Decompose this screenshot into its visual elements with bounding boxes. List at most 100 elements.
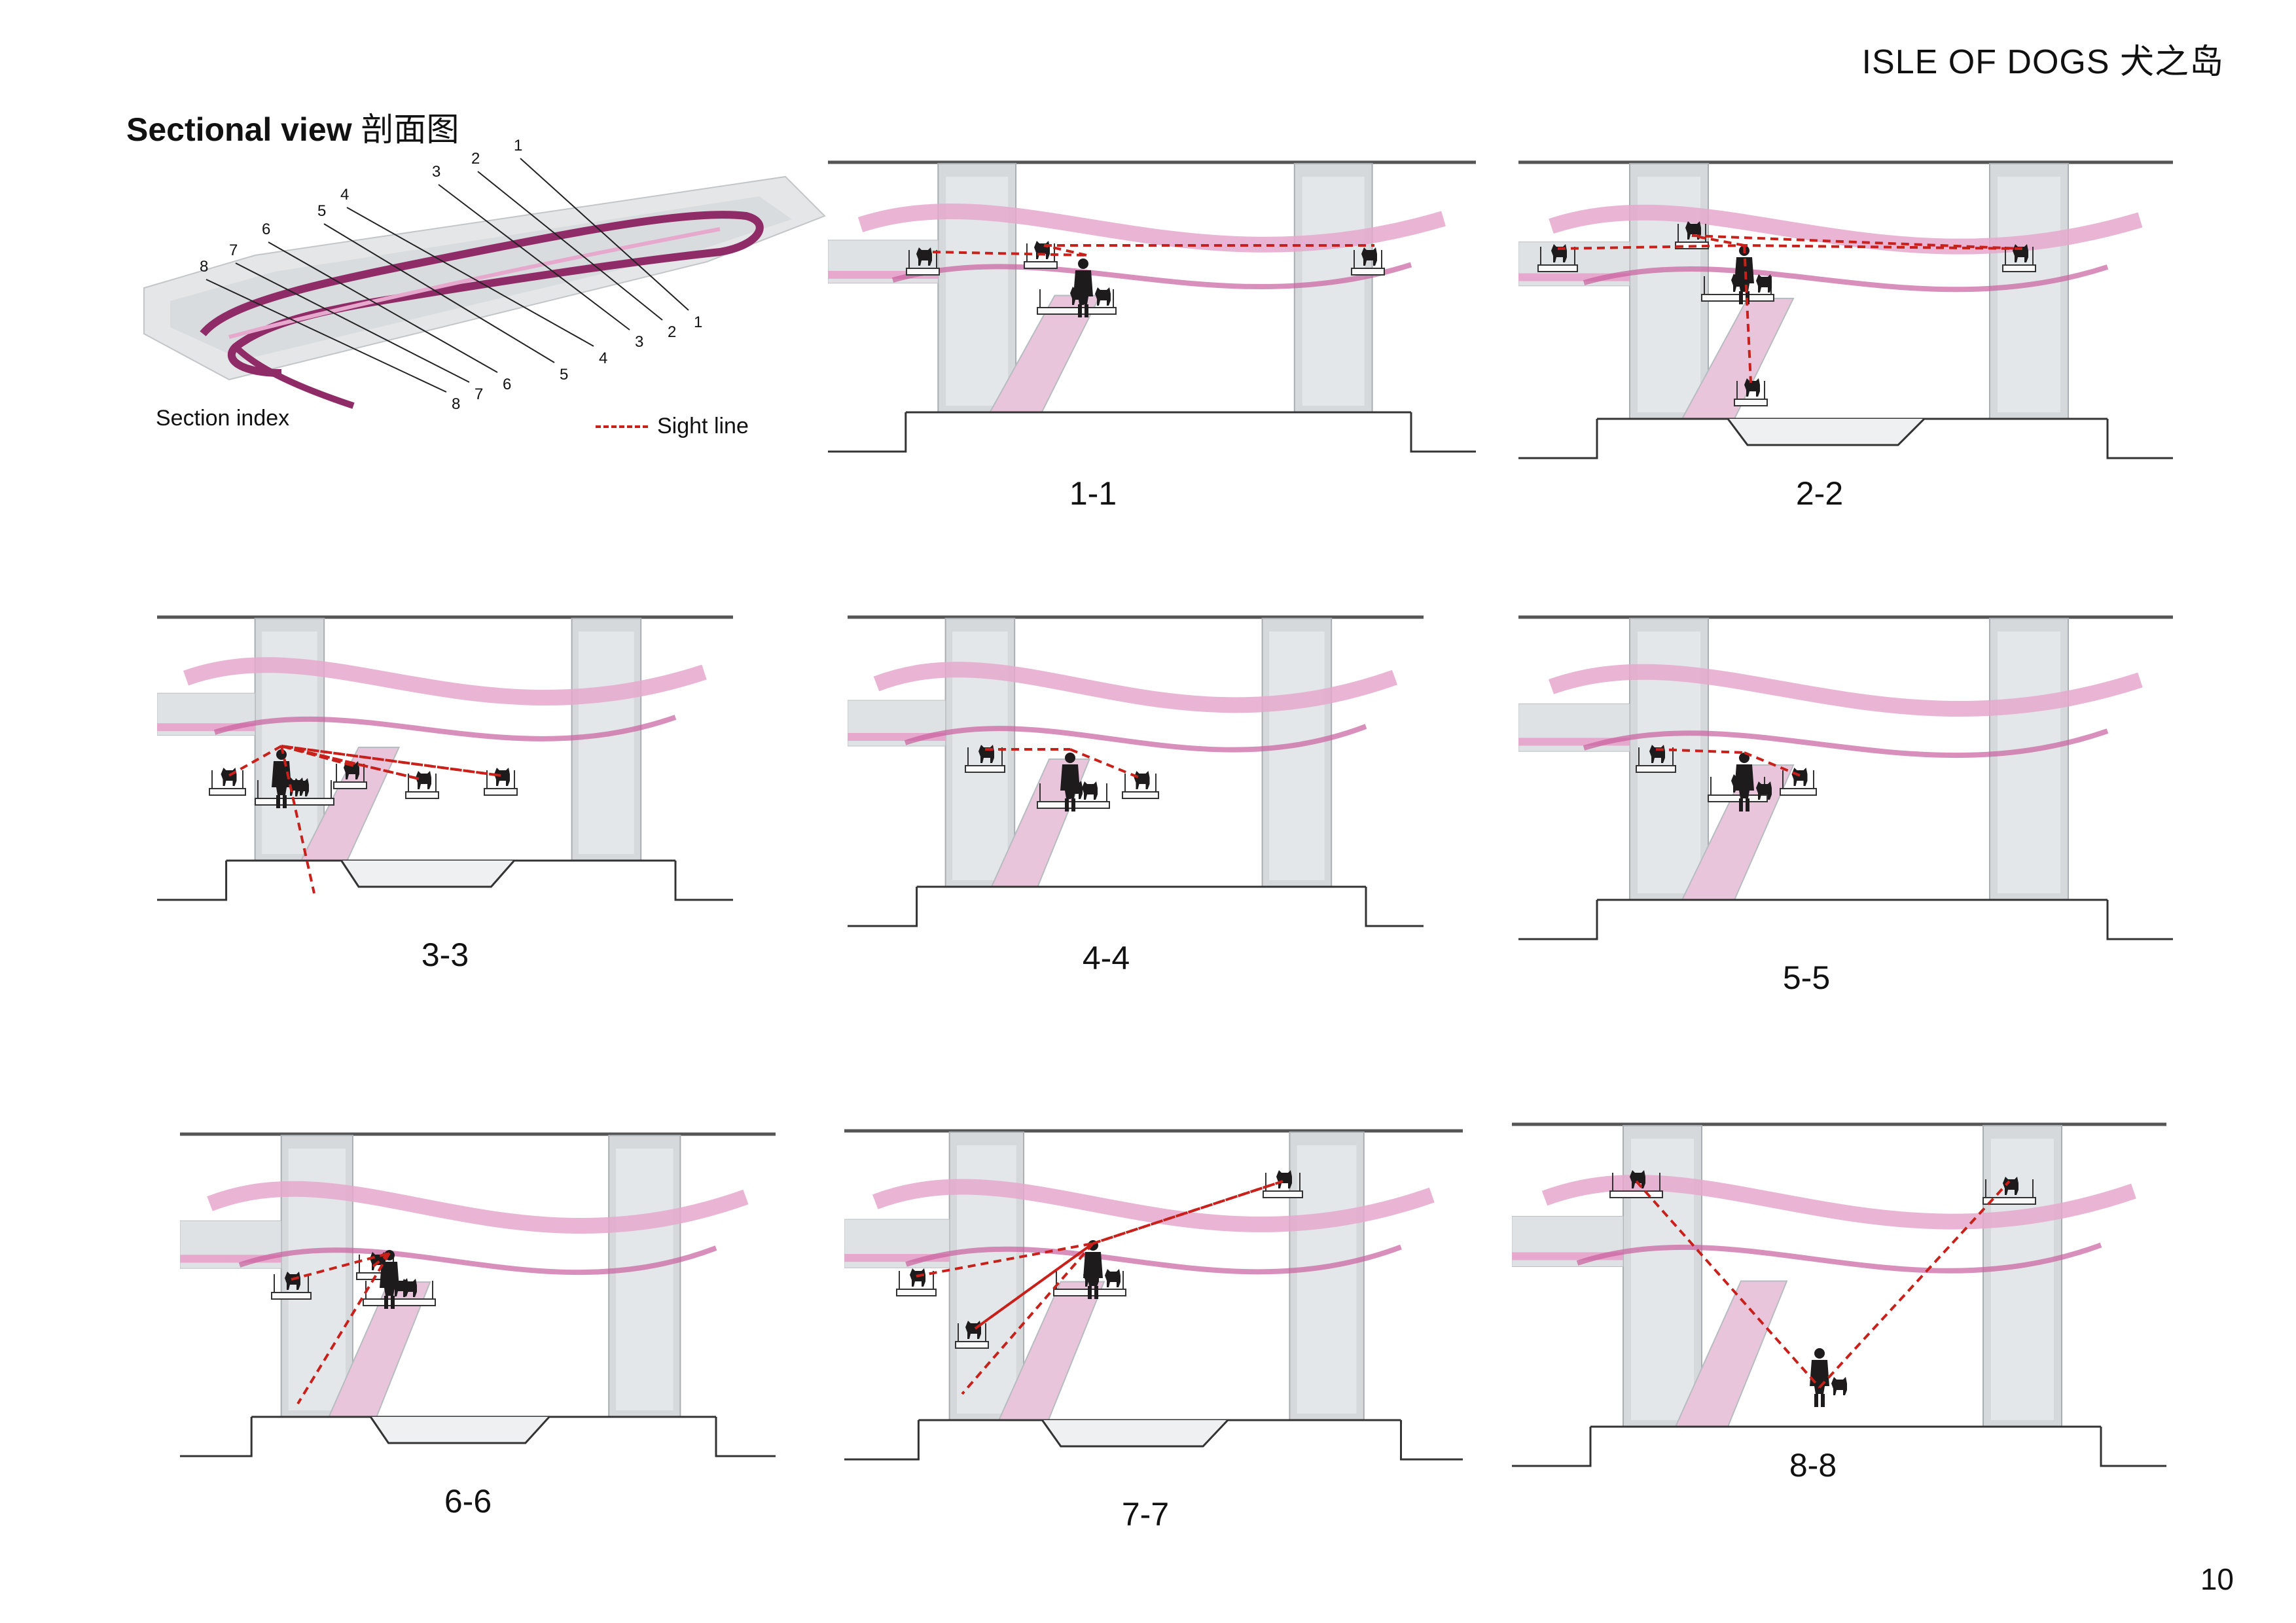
sight-line <box>916 1242 1094 1277</box>
page-number: 10 <box>2200 1562 2234 1596</box>
dog-silhouette-icon <box>1134 771 1150 789</box>
ground-section-line <box>1597 899 2173 940</box>
section-label: 6-6 <box>444 1483 492 1520</box>
viewing-platform <box>1037 307 1117 315</box>
person-silhouette-icon <box>1060 753 1080 812</box>
section-label: 5-5 <box>1782 959 1831 996</box>
section-5-5-drawing <box>1518 615 2173 940</box>
pink-ribbon-walkway-edge <box>1583 728 2109 758</box>
pink-ribbon-walkway <box>873 662 1398 713</box>
heading-english: Sectional view <box>126 111 352 148</box>
dog-silhouette-icon <box>1791 768 1808 786</box>
section-6-6-drawing <box>180 1132 776 1457</box>
index-section-cut-line <box>346 207 594 347</box>
section-index-caption: Section index <box>156 406 290 431</box>
index-section-cut-line <box>206 279 447 393</box>
heading-chinese: 剖面图 <box>361 111 459 148</box>
sight-line <box>228 745 282 777</box>
viewing-platform <box>1780 788 1817 796</box>
sight-line <box>1744 751 1801 777</box>
index-walkway-route-inner <box>228 227 721 339</box>
index-section-cut-line <box>323 223 555 363</box>
index-section-cut-line <box>438 184 630 330</box>
index-top-number: 1 <box>514 137 522 154</box>
sight-line <box>974 1242 1094 1330</box>
sight-line <box>1655 748 1745 754</box>
ground-section-line-left <box>180 1417 253 1457</box>
viewing-platform <box>405 791 439 799</box>
section-label: 8-8 <box>1789 1447 1837 1484</box>
ground-section-line <box>916 885 1424 927</box>
viewing-platform <box>271 1292 312 1300</box>
index-top-number: 7 <box>229 241 238 259</box>
sight-line <box>1691 234 2023 250</box>
viewing-platform <box>906 268 940 276</box>
index-bottom-number: 1 <box>694 313 702 331</box>
dog-silhouette-icon <box>285 1272 300 1290</box>
dog-silhouette-icon <box>965 1321 981 1339</box>
person-silhouette-icon <box>1734 753 1754 812</box>
ground-section-line <box>905 411 1476 453</box>
sight-line <box>1557 244 1745 250</box>
dog-silhouette-icon <box>916 247 932 266</box>
ground-section-line-left <box>844 1420 920 1461</box>
index-section-cut-line <box>520 158 689 311</box>
viewing-platform <box>2002 264 2036 272</box>
dog-silhouette-icon <box>1831 1377 1847 1395</box>
viewing-platform <box>363 1298 436 1306</box>
sunken-pit <box>1727 418 1926 446</box>
dog-silhouette-icon <box>2003 1177 2018 1195</box>
pink-ribbon-walkway <box>872 1179 1435 1232</box>
index-bottom-number: 8 <box>452 395 460 413</box>
section-7-7-drawing <box>844 1129 1463 1461</box>
viewing-platform <box>1636 765 1676 773</box>
index-bottom-number: 2 <box>668 323 676 341</box>
pink-ribbon-walkway-edge <box>905 1244 1402 1275</box>
dog-silhouette-icon <box>1756 274 1772 293</box>
project-title: ISLE OF DOGS 犬之岛 <box>1861 43 2224 81</box>
person-silhouette-icon <box>1734 245 1754 304</box>
viaduct-column-face <box>579 632 634 854</box>
viewing-platform <box>1982 1197 2036 1205</box>
viewing-platform <box>1537 264 1578 272</box>
viaduct-column-face <box>1297 1145 1357 1414</box>
ground-section-line-left <box>1518 419 1598 459</box>
ground-section-line-left <box>848 887 918 927</box>
dog-silhouette-icon <box>1744 378 1760 397</box>
viaduct-column-face <box>1998 177 2060 412</box>
viewing-platform <box>1701 294 1774 302</box>
index-bottom-number: 7 <box>475 385 483 403</box>
index-top-number: 2 <box>471 150 480 168</box>
dog-silhouette-icon <box>221 768 237 786</box>
index-top-number: 3 <box>432 163 440 181</box>
sight-line <box>1818 1180 2011 1389</box>
index-section-cut-line <box>235 262 470 383</box>
viewing-platform <box>1708 794 1768 802</box>
sight-line <box>281 745 420 780</box>
pink-ribbon-walkway <box>1541 1175 2136 1230</box>
section-8-8-drawing <box>1512 1122 2166 1467</box>
sight-line <box>291 1252 390 1281</box>
index-walkway-branch <box>233 344 355 409</box>
dog-silhouette-icon <box>1034 241 1050 259</box>
index-top-number: 5 <box>317 202 326 220</box>
section-2-2-drawing <box>1518 160 2173 459</box>
dog-silhouette-icon <box>1276 1170 1292 1188</box>
dog-silhouette-icon <box>1756 781 1772 800</box>
section-3-3 <box>157 612 733 913</box>
dog-silhouette-icon <box>293 778 309 796</box>
index-bottom-number: 3 <box>635 333 643 351</box>
viaduct-column-face <box>1302 177 1365 406</box>
sight-line <box>296 1252 391 1405</box>
ground-section-line <box>1590 1425 2166 1467</box>
viewing-platform <box>1609 1190 1663 1198</box>
viaduct-column-face <box>616 1149 673 1410</box>
viaduct-column-face <box>1269 632 1325 880</box>
index-bottom-number: 5 <box>560 366 568 383</box>
sight-line-label: Sight line <box>657 414 749 438</box>
dog-silhouette-icon <box>1630 1170 1645 1188</box>
index-walkway-route <box>200 211 764 377</box>
section-label: 3-3 <box>421 936 469 973</box>
viewing-platform <box>1734 399 1768 406</box>
